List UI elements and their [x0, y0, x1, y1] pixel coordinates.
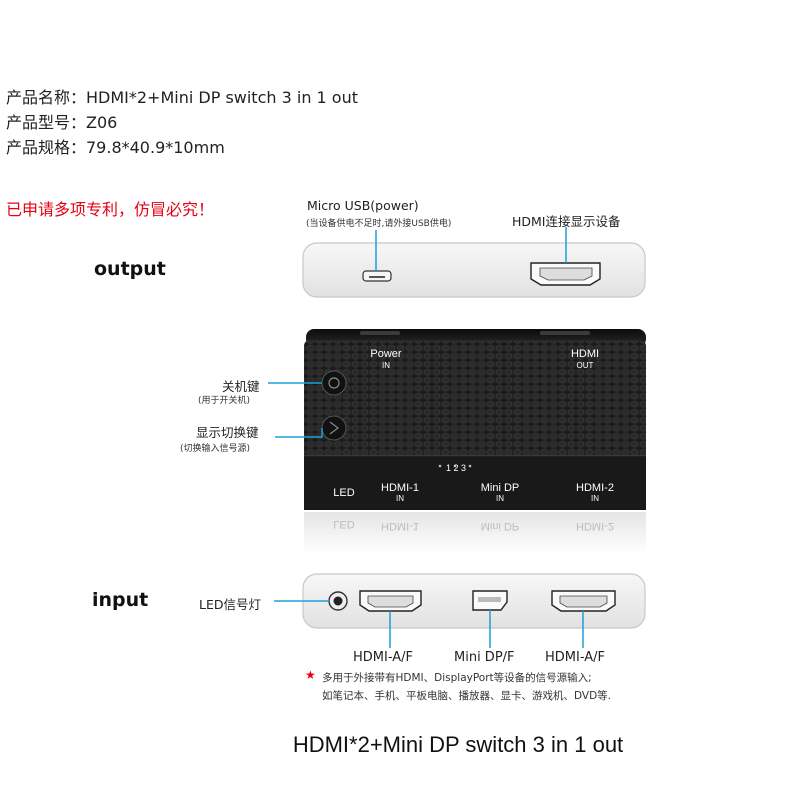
switch-key-callout-line: [275, 428, 323, 438]
input-numbers: 1 2 3: [445, 463, 467, 473]
device-power-button: [321, 370, 347, 396]
footer-title: HDMI*2+Mini DP switch 3 in 1 out: [292, 732, 624, 757]
reflection-hdmi1-label: HDMI-1: [381, 520, 419, 532]
product-size-line: 产品规格：79.8*40.9*10mm: [6, 138, 225, 157]
note-star-icon: ★: [305, 668, 316, 682]
input-note-line1: 多用于外接带有HDMI、DisplayPort等设备的信号源输入;: [322, 672, 592, 684]
device-hdmi1-label: HDMI-1: [381, 482, 419, 494]
switch-key-label: 显示切换键: [196, 425, 259, 440]
output-section-label: output: [94, 258, 166, 280]
device-reflection: [304, 512, 646, 554]
device-hdmi1-sub: IN: [396, 494, 404, 503]
power-in-sub: IN: [382, 361, 390, 370]
hdmi-out-device-label: HDMI: [570, 348, 600, 360]
led-signal-label: LED信号灯: [199, 597, 261, 612]
device-switch-button: [321, 415, 347, 441]
reflection-hdmi2-label: HDMI-2: [576, 520, 614, 532]
reflection-minidp-label: Mini DP: [480, 520, 520, 532]
hdmi1-port-label: HDMI-A/F: [353, 650, 413, 665]
device-hdmi2-sub: IN: [591, 494, 599, 503]
switch-key-note: (切换输入信号源): [180, 444, 251, 454]
input-section-label: input: [92, 589, 149, 611]
patent-notice: 已申请多项专利，仿冒必究！: [6, 200, 215, 219]
device-hdmi2-label: HDMI-2: [576, 482, 614, 494]
device-led-label: LED: [333, 487, 355, 499]
power-in-label: Power: [370, 348, 402, 360]
hdmi-display-label: HDMI连接显示设备: [512, 214, 621, 229]
product-model-line: 产品型号：Z06: [6, 113, 118, 132]
reflection-led-label: LED: [333, 518, 355, 530]
hdmi-out-device-sub: OUT: [576, 361, 594, 370]
hdmi2-port-label: HDMI-A/F: [545, 650, 605, 665]
product-name-line: 产品名称：HDMI*2+Mini DP switch 3 in 1 out: [6, 88, 359, 107]
micro-usb-note: (当设备供电不足时,请外接USB供电): [306, 219, 452, 229]
device-minidp-label: Mini DP: [480, 482, 520, 494]
device-minidp-sub: IN: [496, 494, 504, 503]
input-note-line2: 如笔记本、手机、平板电脑、播放器、显卡、游戏机、DVD等.: [322, 690, 612, 702]
micro-usb-label: Micro USB(power): [307, 198, 419, 213]
minidp-port-label: Mini DP/F: [454, 650, 515, 665]
power-key-label: 关机键: [222, 379, 260, 394]
power-key-note: (用于开关机): [198, 396, 251, 406]
